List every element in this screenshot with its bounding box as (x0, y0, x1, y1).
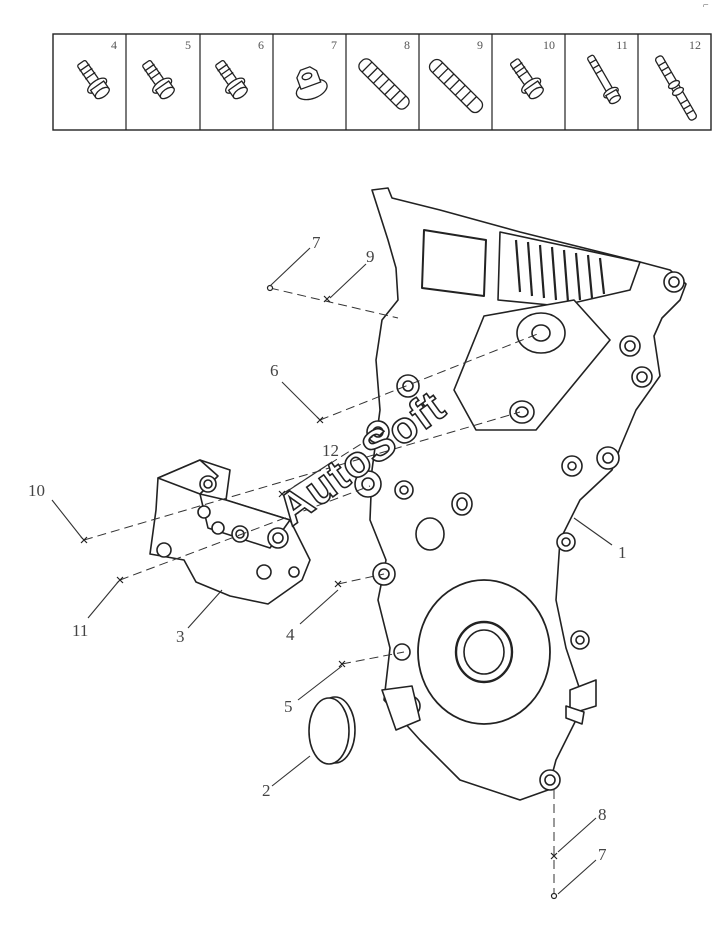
table-number-4: 4 (111, 38, 117, 52)
table-number-10: 10 (543, 38, 555, 52)
flange-bolt-icon (215, 59, 248, 100)
callout-11: 11 (72, 621, 88, 640)
table-number-11: 11 (616, 38, 628, 52)
long-bolt-icon (587, 54, 622, 105)
flange-bolt-icon (142, 59, 175, 100)
flange-bolt-icon (77, 59, 110, 100)
stud-icon (428, 58, 484, 114)
corner-mark: ⌐ (703, 0, 709, 11)
fastener-markers (80, 284, 558, 900)
callout-3: 3 (176, 627, 185, 646)
table-number-7: 7 (331, 38, 337, 52)
stud-icon (358, 58, 410, 110)
callout-5: 5 (284, 697, 293, 716)
callout-4: 4 (286, 625, 295, 644)
double-end-stud-icon (654, 55, 698, 121)
flange-nut-icon (295, 66, 328, 101)
callout-12: 12 (322, 441, 339, 460)
timing-cover (354, 187, 687, 801)
flange-bolt-icon (509, 58, 544, 100)
callout-7-bottom: 7 (598, 845, 607, 864)
engine-mount-bracket (149, 459, 311, 605)
table-number-6: 6 (258, 38, 264, 52)
fastener-table: 4 5 6 7 8 9 10 11 12 (52, 33, 712, 131)
callout-10: 10 (28, 481, 45, 500)
table-number-5: 5 (185, 38, 191, 52)
callout-2: 2 (262, 781, 271, 800)
callout-7-top: 7 (312, 233, 321, 252)
seal-plug (308, 696, 356, 765)
table-number-12: 12 (689, 38, 701, 52)
callout-9: 9 (366, 247, 375, 266)
leader-lines (51, 247, 613, 895)
table-number-9: 9 (477, 38, 483, 52)
callout-8: 8 (598, 805, 607, 824)
table-number-8: 8 (404, 38, 410, 52)
callout-6: 6 (270, 361, 279, 380)
explode-lines (83, 287, 555, 896)
callout-1: 1 (618, 543, 627, 562)
